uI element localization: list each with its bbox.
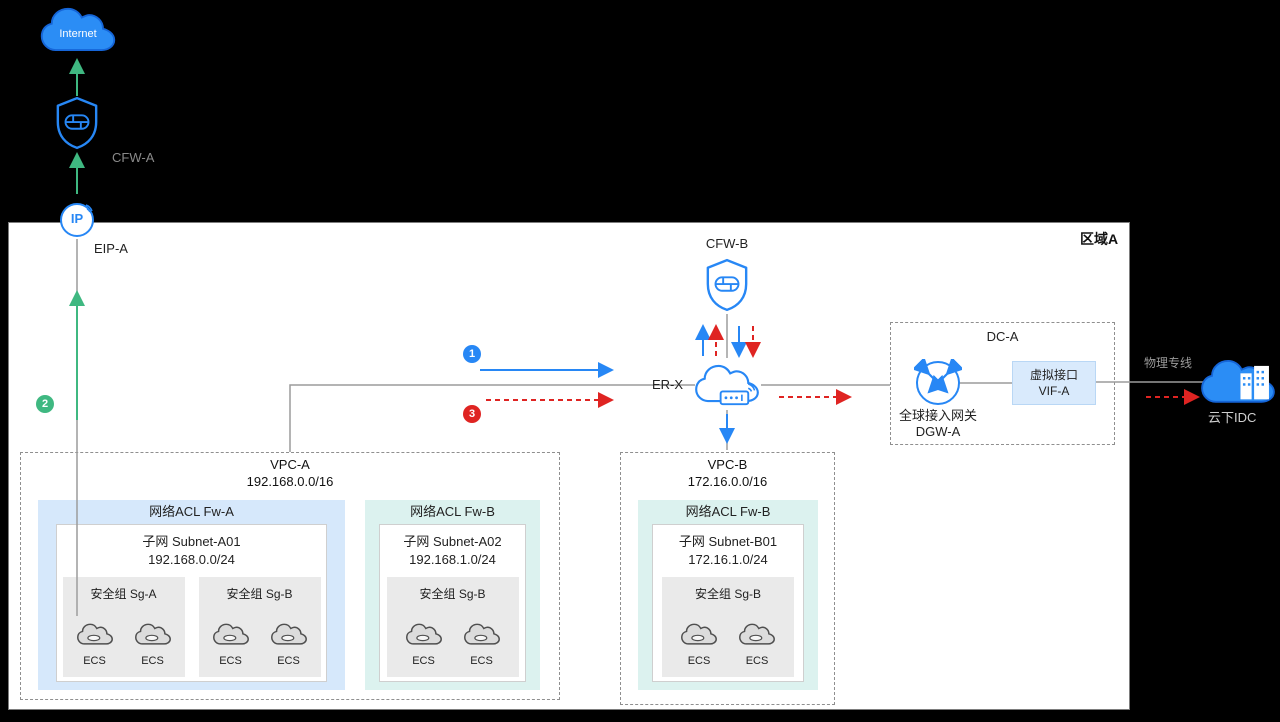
- acl-fw-b-label: 网络ACL Fw-B: [685, 504, 771, 519]
- vif-a-box: 虚拟接口 VIF-A: [1012, 361, 1096, 405]
- ecs-icon: [76, 622, 114, 648]
- ecs-icon: [405, 622, 443, 648]
- ecs-item: ECS: [74, 622, 116, 667]
- ecs-row: ECS ECS: [387, 622, 519, 667]
- cfw-b-firewall-icon: [704, 258, 750, 312]
- security-group-row: 安全组 Sg-A ECS ECS 安全组 Sg-B: [57, 577, 326, 677]
- ecs-label: ECS: [277, 655, 300, 667]
- vpc-a-name: VPC-A: [270, 457, 310, 472]
- ecs-label: ECS: [745, 655, 769, 667]
- flow-badge-1: 1: [463, 345, 481, 363]
- ecs-row: ECS ECS: [199, 622, 321, 667]
- eip-icon-text: IP: [70, 211, 84, 226]
- vpc-a-cidr: 192.168.0.0/16: [246, 474, 334, 489]
- ecs-icon: [680, 622, 718, 648]
- ecs-icon: [738, 622, 776, 648]
- vpc-b-name: VPC-B: [707, 457, 748, 472]
- acl-fw-a-box: 网络ACL Fw-A 子网 Subnet-A01 192.168.0.0/24 …: [38, 500, 345, 690]
- ecs-label: ECS: [412, 655, 435, 667]
- ecs-label: ECS: [470, 655, 493, 667]
- ecs-item: ECS: [210, 622, 252, 667]
- ecs-icon: [270, 622, 308, 648]
- ecs-icon: [134, 622, 172, 648]
- vpc-a-box: [20, 452, 560, 700]
- sg-b-box: 安全组 Sg-B ECS ECS: [662, 577, 794, 677]
- vpc-b-box: [620, 452, 835, 705]
- region-a-label: 区域A: [1080, 231, 1119, 247]
- ecs-item: ECS: [678, 622, 720, 667]
- ecs-label: ECS: [83, 655, 106, 667]
- flow-badge-2: 2: [36, 395, 54, 413]
- vpc-b-cidr: 172.16.0.0/16: [687, 474, 768, 489]
- dgw-gateway-icon: [911, 356, 965, 407]
- sg-a-box: 安全组 Sg-A ECS ECS: [62, 577, 185, 677]
- sg-b-label: 安全组 Sg-B: [694, 587, 761, 601]
- dc-a-box: [890, 322, 1115, 445]
- cfw-b-label: CFW-B: [705, 236, 749, 251]
- cfw-a-firewall-icon: [54, 96, 100, 150]
- subnet-a02-box: 子网 Subnet-A02 192.168.1.0/24 安全组 Sg-B EC…: [379, 524, 526, 682]
- acl-fw-b-label: 网络ACL Fw-B: [410, 504, 495, 519]
- eip-a-label: EIP-A: [94, 241, 128, 256]
- dgw-label-line2: DGW-A: [915, 424, 961, 439]
- ecs-label: ECS: [219, 655, 242, 667]
- subnet-a02-cidr: 192.168.1.0/24: [409, 552, 496, 567]
- dgw-label-line1: 全球接入网关: [898, 408, 977, 423]
- ecs-icon: [212, 622, 250, 648]
- vpc-a-title: VPC-A 192.168.0.0/16: [20, 456, 560, 490]
- ecs-item: ECS: [736, 622, 778, 667]
- er-x-label: ER-X: [652, 377, 684, 392]
- ecs-row: ECS ECS: [662, 622, 794, 667]
- dc-a-label: DC-A: [986, 329, 1019, 344]
- subnet-a01-box: 子网 Subnet-A01 192.168.0.0/24 安全组 Sg-A EC…: [56, 524, 327, 682]
- sg-b-box: 安全组 Sg-B ECS ECS: [386, 577, 519, 677]
- dgw-a-label: 全球接入网关 DGW-A: [898, 408, 978, 440]
- enterprise-router-icon: [693, 358, 761, 410]
- idc-cloud-icon: [1198, 356, 1278, 408]
- security-group-row: 安全组 Sg-B ECS ECS: [380, 577, 525, 677]
- ecs-item: ECS: [268, 622, 310, 667]
- flow-badge-3: 3: [463, 405, 481, 423]
- sg-a-label: 安全组 Sg-A: [90, 587, 157, 601]
- subnet-b01-name: 子网 Subnet-B01: [678, 534, 778, 549]
- vif-label-line2: VIF-A: [1038, 384, 1070, 398]
- eip-icon: IP: [57, 199, 97, 239]
- subnet-b01-box: 子网 Subnet-B01 172.16.1.0/24 安全组 Sg-B ECS…: [652, 524, 804, 682]
- ecs-item: ECS: [403, 622, 445, 667]
- acl-fw-b-box-vpcb: 网络ACL Fw-B 子网 Subnet-B01 172.16.1.0/24 安…: [638, 500, 818, 690]
- physical-line-label: 物理专线: [1144, 356, 1193, 370]
- internet-label: Internet: [59, 28, 97, 40]
- security-group-row: 安全组 Sg-B ECS ECS: [653, 577, 803, 677]
- sg-b-label: 安全组 Sg-B: [226, 587, 293, 601]
- acl-fw-a-label: 网络ACL Fw-A: [149, 504, 234, 519]
- subnet-a02-name: 子网 Subnet-A02: [403, 534, 502, 549]
- vif-label-line1: 虚拟接口: [1029, 368, 1078, 382]
- subnet-a01-cidr: 192.168.0.0/24: [148, 552, 235, 567]
- sg-b-label: 安全组 Sg-B: [419, 587, 486, 601]
- ecs-item: ECS: [132, 622, 174, 667]
- ecs-label: ECS: [141, 655, 164, 667]
- acl-fw-b-box-vpca: 网络ACL Fw-B 子网 Subnet-A02 192.168.1.0/24 …: [365, 500, 540, 690]
- ecs-item: ECS: [461, 622, 503, 667]
- internet-cloud-icon: Internet: [38, 5, 118, 55]
- vpc-b-title: VPC-B 172.16.0.0/16: [620, 456, 835, 490]
- idc-label: 云下IDC: [1208, 410, 1257, 425]
- ecs-icon: [463, 622, 501, 648]
- cfw-a-label: CFW-A: [112, 150, 155, 165]
- subnet-a01-name: 子网 Subnet-A01: [142, 534, 241, 549]
- subnet-b01-cidr: 172.16.1.0/24: [688, 552, 768, 567]
- ecs-label: ECS: [687, 655, 711, 667]
- sg-b-box: 安全组 Sg-B ECS ECS: [198, 577, 321, 677]
- ecs-row: ECS ECS: [63, 622, 185, 667]
